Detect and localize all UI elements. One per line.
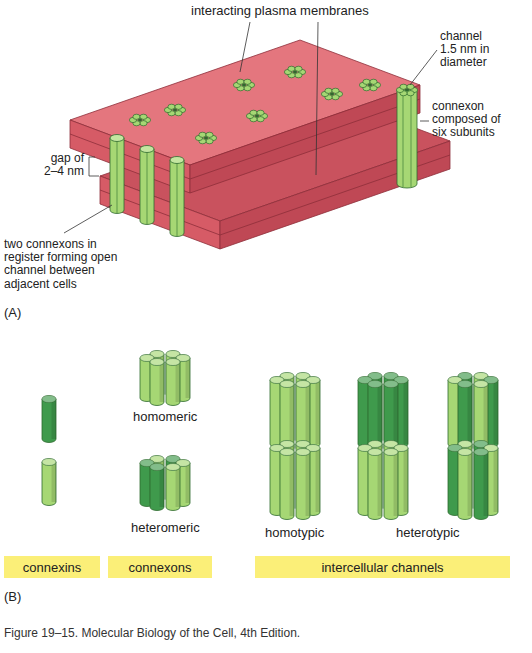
connexon-top xyxy=(164,104,185,116)
gap-label: gap of 2–4 nm xyxy=(38,152,84,178)
channel-cylinders xyxy=(110,84,418,236)
leader-line xyxy=(410,50,437,85)
band-text: intercellular channels xyxy=(321,560,443,575)
category-band: connexons xyxy=(108,556,212,578)
connexin-rod xyxy=(458,449,472,520)
channel-pair-label: two connexons in register forming open c… xyxy=(4,238,129,291)
channel-top xyxy=(170,157,184,164)
connexon-top xyxy=(129,114,150,126)
channel-top xyxy=(140,146,154,153)
channel-cylinder xyxy=(170,160,184,237)
heteromeric-connexon xyxy=(140,456,190,511)
homotypic-top xyxy=(270,373,320,452)
figure-caption: Figure 19–15. Molecular Biology of the C… xyxy=(4,626,300,640)
channel-type-label: homotypic xyxy=(265,526,324,540)
homotypic-bottom xyxy=(270,441,320,520)
gap-bracket xyxy=(89,157,99,176)
subunit-line xyxy=(411,94,412,187)
membrane-face xyxy=(190,85,420,193)
category-band: intercellular channels xyxy=(255,556,510,578)
bilayer-line xyxy=(190,99,420,179)
leader-line xyxy=(316,22,318,175)
panel-letter: (A) xyxy=(4,306,21,320)
channel-cylinder xyxy=(110,138,124,214)
subunit-line xyxy=(117,141,118,213)
membrane-label: interacting plasma membranes xyxy=(191,4,369,18)
connexons xyxy=(140,351,190,511)
connexon-top xyxy=(195,132,216,144)
heterotypic-top xyxy=(358,373,408,452)
connexon-top xyxy=(321,88,342,100)
connexon-top xyxy=(233,79,254,91)
leader-line xyxy=(64,205,112,233)
channel-type-label: heterotypic xyxy=(396,526,460,540)
connexin-rod xyxy=(42,459,56,506)
subunit-line xyxy=(177,163,178,236)
intercellular-channels xyxy=(270,373,498,520)
connexon-top xyxy=(284,66,305,78)
channel-label: channel 1.5 nm in diameter xyxy=(440,30,500,70)
heterotypic-bottom xyxy=(358,441,408,520)
leader-line xyxy=(240,22,250,72)
connexon-top xyxy=(359,79,380,91)
connexin-rod xyxy=(166,464,180,511)
subunit-line xyxy=(403,94,404,187)
channel-cylinder xyxy=(140,149,154,225)
band-text: connexons xyxy=(129,560,192,575)
connexon-type-label: heteromeric xyxy=(131,521,200,535)
panel-letter: (B) xyxy=(4,590,21,604)
connexin-rod xyxy=(474,449,488,520)
connexon-cylinder xyxy=(397,90,417,188)
connexon-top xyxy=(396,84,417,96)
category-band: connexins xyxy=(4,556,100,578)
leader-line xyxy=(420,121,429,122)
band-text: connexins xyxy=(23,560,82,575)
channel-top xyxy=(110,135,124,142)
leaders xyxy=(64,22,437,233)
connexon-label: connexon composed of six subunits xyxy=(432,100,512,140)
connexon-rosettes xyxy=(129,66,380,144)
heterotypic-mixed xyxy=(448,373,498,520)
connexin-rod xyxy=(42,396,56,443)
connexins xyxy=(42,396,56,506)
homomeric-connexon xyxy=(140,351,190,406)
subunit-line xyxy=(147,152,148,224)
connexon-top xyxy=(246,110,267,122)
connexin-rod xyxy=(150,464,164,511)
connexon-type-label: homomeric xyxy=(133,410,197,424)
